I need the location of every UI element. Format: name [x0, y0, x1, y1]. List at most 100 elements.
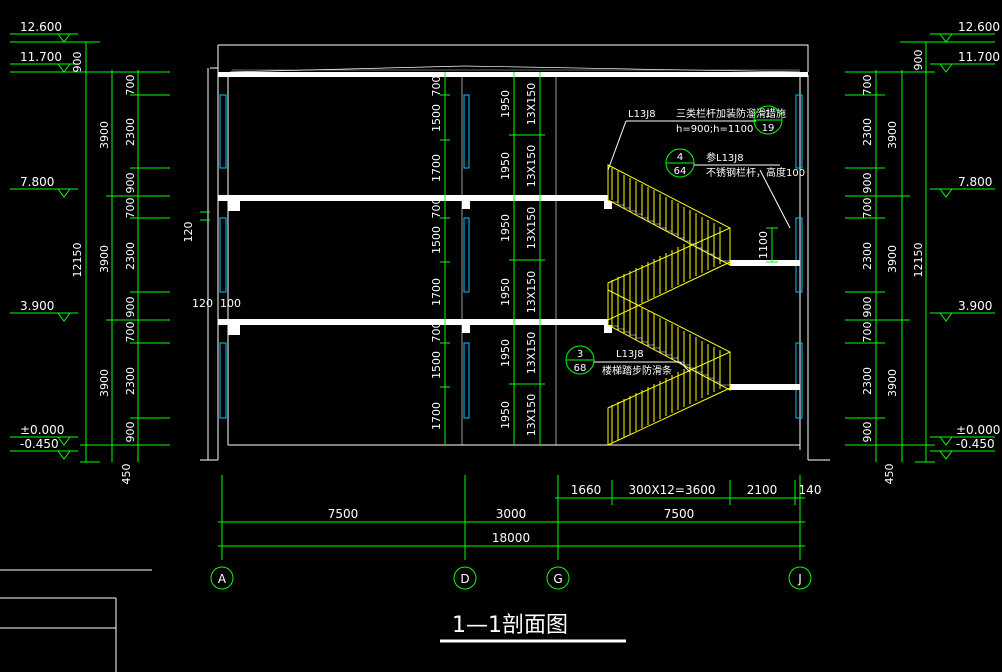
dim-12150-left: 12150 [71, 243, 84, 278]
axis-a: A [218, 572, 227, 586]
dim-win-left-2: 2300 [124, 118, 137, 146]
ref2-bottom: 64 [674, 166, 687, 177]
building-section [200, 44, 830, 461]
level-12600-right: 12.600 [958, 20, 1000, 34]
level-3900-right: 3.900 [958, 299, 992, 313]
dim-inner-c3-1: 13X150 [525, 83, 538, 126]
dim-3000: 3000 [496, 507, 527, 521]
dim-inner-c2-1: 1950 [499, 90, 512, 118]
dim-storey2-left: 3900 [98, 245, 111, 273]
dim-storey1-right: 3900 [886, 369, 899, 397]
dim-win-left-5: 2300 [124, 242, 137, 270]
dim-inner-c3-4: 13X150 [525, 271, 538, 314]
level-12600-left: 12.600 [20, 20, 62, 34]
dim-win-right-9: 900 [861, 422, 874, 443]
note2-code: 参L13J8 [706, 151, 744, 164]
dim-inner-c2-2: 1950 [499, 152, 512, 180]
dim-storey2-right: 3900 [886, 245, 899, 273]
dim-inner-c1-5: 1500 [430, 226, 443, 254]
level-0000-left: ±0.000 [20, 423, 64, 437]
dim-win-right-6: 900 [861, 297, 874, 318]
axis-d: D [460, 572, 469, 586]
dim-win-left-7: 700 [124, 322, 137, 343]
dim-7500-right: 7500 [664, 507, 695, 521]
dim-inner-c2-5: 1950 [499, 339, 512, 367]
level-minus0450-left: -0.450 [20, 437, 59, 451]
dim-7500-left: 7500 [328, 507, 359, 521]
dim-storey1-left: 3900 [98, 369, 111, 397]
dim-140: 140 [799, 483, 822, 497]
dim-inner-c1-2: 1500 [430, 104, 443, 132]
dim-win-right-2: 2300 [861, 118, 874, 146]
bottom-dimensions: 1660 300X12=3600 2100 140 7500 3000 7500… [218, 475, 821, 560]
dim-inner-c1-1: 700 [430, 76, 443, 97]
note-3: 3 68 L13J8 楼梯踏步防滑条 [565, 345, 691, 377]
dim-win-right-7: 700 [861, 322, 874, 343]
dim-inner-c1-8: 1500 [430, 351, 443, 379]
dim-rail-1100: 1100 [757, 231, 770, 259]
dim-inner-c3-3: 13X150 [525, 207, 538, 250]
dim-win-left-8: 2300 [124, 367, 137, 395]
dim-slab-120-b: 120 [192, 297, 213, 310]
inner-dimension-lines: 700 1500 1700 700 1500 1700 700 1500 170… [430, 72, 545, 445]
note-1: L13J8 三类栏杆加装防溜滑措施 h=900;h=1100 1 19 [607, 105, 786, 171]
dim-slab-100: 100 [220, 297, 241, 310]
dim-stair-run: 300X12=3600 [629, 483, 716, 497]
level-11700-left: 11.700 [20, 50, 62, 64]
dim-inner-c2-6: 1950 [499, 401, 512, 429]
dim-win-right-5: 2300 [861, 242, 874, 270]
dim-win-right-1: 700 [861, 75, 874, 96]
note-2: 4 64 参L13J8 不锈钢栏杆，高度100 [665, 148, 805, 229]
level-minus0450-right: -0.450 [956, 437, 995, 451]
dim-inner-c2-4: 1950 [499, 278, 512, 306]
dim-slab-120-a: 120 [182, 222, 195, 243]
note3-text: 楼梯踏步防滑条 [602, 364, 672, 377]
axis-bubbles: A D G J [210, 566, 812, 590]
ref1-bottom: 19 [762, 123, 775, 134]
level-3900-left: 3.900 [20, 299, 54, 313]
dim-win-left-4: 700 [124, 198, 137, 219]
dim-inner-c3-6: 13X150 [525, 394, 538, 437]
note2-text: 不锈钢栏杆，高度100 [706, 166, 805, 179]
dim-18000: 18000 [492, 531, 530, 545]
dim-450-left: 450 [120, 464, 133, 485]
note3-code: L13J8 [616, 349, 644, 360]
dim-win-left-9: 900 [124, 422, 137, 443]
note1-code: L13J8 [628, 109, 656, 120]
dim-inner-c1-9: 1700 [430, 402, 443, 430]
dim-storey3-right: 3900 [886, 121, 899, 149]
dim-win-left-3: 900 [124, 173, 137, 194]
slab-thickness: 120 120 100 [182, 211, 241, 310]
dim-inner-c3-5: 13X150 [525, 332, 538, 375]
level-7800-left: 7.800 [20, 175, 54, 189]
dim-win-right-4: 700 [861, 198, 874, 219]
dim-inner-c1-7: 700 [430, 322, 443, 343]
dim-1660: 1660 [571, 483, 602, 497]
right-level-marks: 12.600 11.700 7.800 3.900 ±0.000 -0.450 [900, 20, 1000, 460]
level-11700-right: 11.700 [958, 50, 1000, 64]
left-level-marks: 12.600 11.700 7.800 3.900 ±0.000 -0.450 [10, 20, 100, 460]
level-0000-right: ±0.000 [956, 423, 1000, 437]
dim-storey3-left: 3900 [98, 121, 111, 149]
stair-flights [607, 164, 731, 446]
right-dimension-lines: 12150 900 450 3900 3900 3900 700 2300 90… [845, 42, 935, 485]
dim-inner-c3-2: 13X150 [525, 145, 538, 188]
axis-g: G [553, 572, 562, 586]
dim-win-left-6: 900 [124, 297, 137, 318]
ref3-top: 3 [577, 349, 583, 360]
dim-900-parapet-right: 900 [912, 50, 925, 71]
dim-inner-c1-6: 1700 [430, 278, 443, 306]
dim-900-parapet-left: 900 [71, 52, 84, 73]
title-block [0, 569, 152, 672]
ref1-top: 1 [765, 109, 771, 120]
ref2-top: 4 [677, 152, 683, 163]
dim-inner-c1-3: 1700 [430, 154, 443, 182]
dim-2100: 2100 [747, 483, 778, 497]
dim-win-left-1: 700 [124, 75, 137, 96]
dim-win-right-3: 900 [861, 173, 874, 194]
dim-450-right: 450 [883, 464, 896, 485]
note1-sub: h=900;h=1100 [676, 124, 753, 135]
rail-dimension: 1100 [757, 227, 778, 263]
axis-j: J [797, 572, 802, 586]
